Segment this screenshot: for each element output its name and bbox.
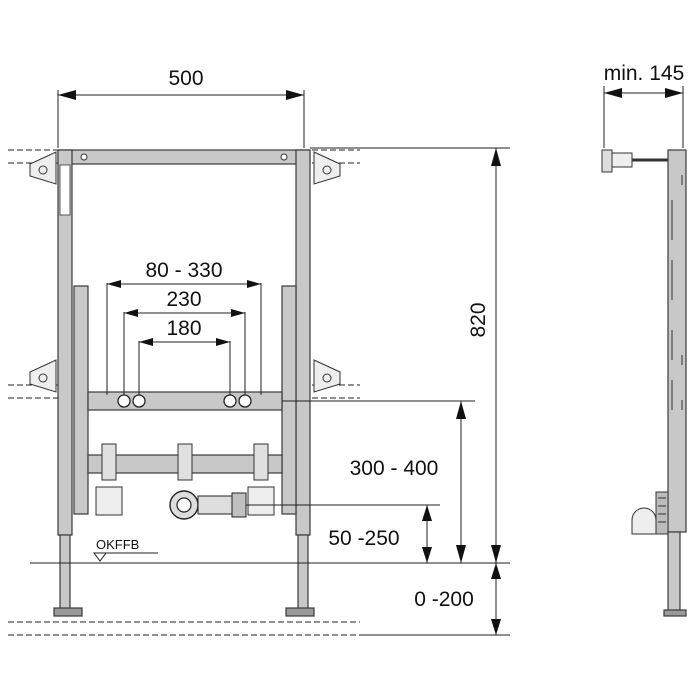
wall-bracket-top-left xyxy=(29,151,57,185)
height-label: 820 xyxy=(467,302,490,337)
drain-height-label: 50 -250 xyxy=(328,527,399,550)
dimension-width: 500 xyxy=(57,67,305,148)
floor-offset-label: 0 -200 xyxy=(414,588,474,611)
width-label: 500 xyxy=(168,67,203,90)
side-view: min. 145 xyxy=(601,62,687,617)
outlet-230-label: 230 xyxy=(166,288,201,311)
floor-reference-label: OKFFB xyxy=(96,537,139,552)
wall-bracket-mid-left xyxy=(29,359,57,393)
outlet-180-label: 180 xyxy=(166,317,201,340)
dimension-outlet-height: 300 - 400 xyxy=(282,400,475,563)
dimension-drain-height: 50 -250 xyxy=(246,504,440,563)
dimension-floor-offset: 0 -200 xyxy=(360,563,510,636)
floor-reference: OKFFB xyxy=(30,537,510,564)
wall-bracket-top-right xyxy=(313,151,341,185)
dimension-outlet-spacing: 80 - 330 230 180 xyxy=(106,259,262,395)
wall-bracket-mid-right xyxy=(313,359,341,393)
lower-mount-brackets xyxy=(95,443,275,516)
outlet-range-label: 80 - 330 xyxy=(145,259,222,282)
depth-label: min. 145 xyxy=(604,62,685,85)
frame-front-view xyxy=(53,149,315,617)
dimension-height: 820 xyxy=(310,147,510,563)
drain-pipe xyxy=(169,490,247,520)
outlet-height-label: 300 - 400 xyxy=(350,457,439,480)
